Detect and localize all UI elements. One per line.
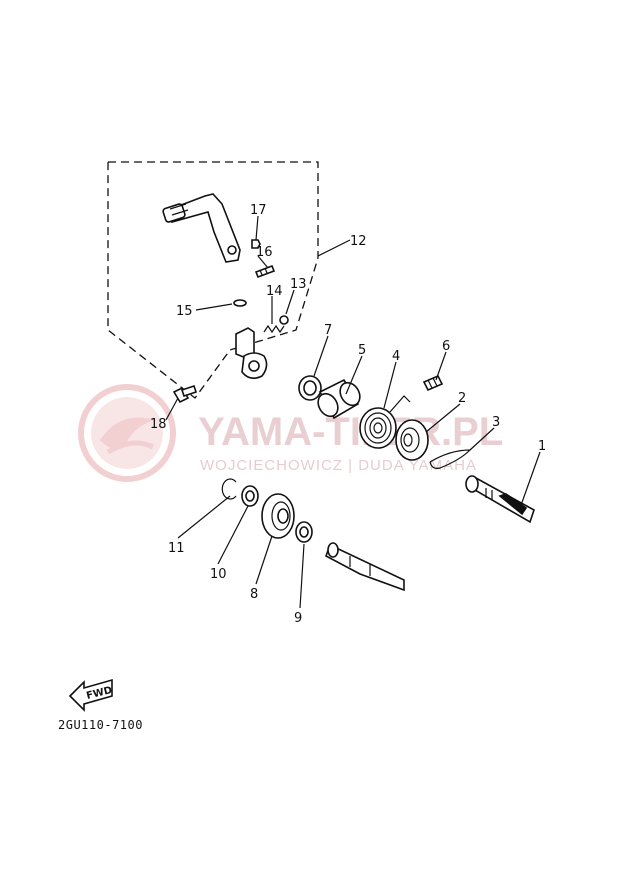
watermark: YAMA-TILER.PL WOJCIECHOWICZ | DUDA YAMAH… [78, 384, 503, 482]
callout-13: 13 [290, 277, 307, 292]
callout-7: 7 [324, 323, 332, 338]
callout-15: 15 [176, 304, 193, 319]
callout-14: 14 [266, 284, 283, 299]
callout-11: 11 [168, 541, 185, 556]
part-1-kick-shaft [465, 475, 535, 524]
part-6-stopper [422, 374, 444, 392]
diagram-code: 2GU110-7100 [58, 718, 143, 732]
callout-6: 6 [442, 339, 450, 354]
callouts: 1 2 3 4 5 6 7 8 9 10 11 12 13 14 15 16 1… [150, 203, 546, 626]
callout-16: 16 [256, 245, 273, 260]
fwd-arrow-icon: FWD [68, 678, 113, 712]
part-9-washer [295, 521, 313, 543]
part-15-oring [233, 299, 247, 307]
part-2-kick-gear [395, 419, 429, 461]
callout-18: 18 [150, 417, 167, 432]
callout-3: 3 [492, 415, 500, 430]
part-4-torsion-spring [359, 395, 411, 449]
mainshaft [325, 542, 405, 592]
callout-9: 9 [294, 611, 302, 626]
callout-4: 4 [392, 349, 400, 364]
kick-lever-group-outline [107, 161, 319, 399]
part-11-circlip [221, 478, 237, 500]
watermark-tagline: WOJCIECHOWICZ | DUDA YAMAHA [200, 457, 477, 474]
callout-12: 12 [350, 234, 367, 249]
part-10-washer [241, 485, 259, 507]
watermark-logo [78, 384, 176, 482]
part-8-idle-gear [261, 493, 295, 539]
part-3-clip [429, 449, 472, 469]
callout-1: 1 [538, 439, 546, 454]
part-18-bolt [172, 384, 198, 404]
kick-lever [162, 193, 241, 263]
watermark-brand: YAMA-TILER.PL [198, 410, 503, 454]
part-17-clip [251, 239, 261, 249]
kick-boss [235, 327, 268, 380]
callout-5: 5 [358, 343, 366, 358]
leader-lines [165, 215, 541, 609]
part-7-bearing [298, 375, 322, 401]
callout-8: 8 [250, 587, 258, 602]
part-14-spring [263, 324, 285, 334]
callout-2: 2 [458, 391, 466, 406]
part-16-bolt [254, 264, 276, 279]
callout-10: 10 [210, 567, 227, 582]
part-13-ball [279, 315, 289, 325]
callout-17: 17 [250, 203, 267, 218]
